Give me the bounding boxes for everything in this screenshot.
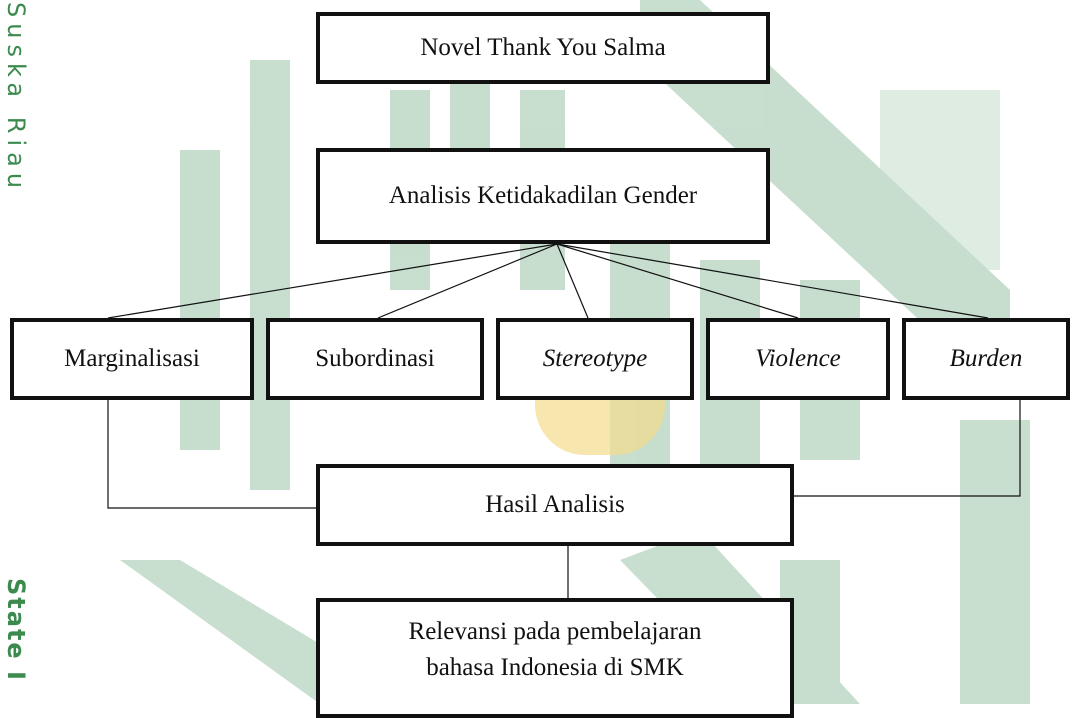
category-burden-box: Burden: [902, 318, 1070, 400]
relevance-box: Relevansi pada pembelajaran bahasa Indon…: [316, 598, 794, 718]
category-stereotype-label: Stereotype: [542, 345, 648, 372]
category-subordinasi-box: Subordinasi: [266, 318, 484, 400]
connector-analysis-marginalisasi: [107, 243, 558, 319]
category-marginalisasi-label: Marginalisasi: [64, 345, 200, 372]
source-novel-label: Novel Thank You Salma: [420, 34, 666, 61]
connector-marginalisasi-result: [107, 400, 318, 509]
margin-watermark-text: Suska Riau State I: [2, 2, 30, 682]
category-violence-label: Violence: [755, 345, 841, 372]
connector-analysis-burden: [556, 243, 989, 319]
category-violence-box: Violence: [706, 318, 890, 400]
connector-analysis-subordinasi: [377, 243, 558, 319]
connector-burden-result: [792, 400, 1021, 497]
source-novel-box: Novel Thank You Salma: [316, 12, 770, 84]
margin-label-top: Suska Riau: [2, 2, 30, 194]
category-burden-label: Burden: [949, 345, 1023, 372]
analysis-label: Analisis Ketidakadilan Gender: [388, 182, 698, 209]
relevance-label-line1: Relevansi pada pembelajaran: [408, 618, 702, 645]
category-subordinasi-label: Subordinasi: [315, 345, 435, 372]
connector-analysis-violence: [556, 243, 799, 319]
result-label: Hasil Analisis: [485, 491, 625, 518]
relevance-label-line2: bahasa Indonesia di SMK: [426, 654, 684, 681]
margin-label-bottom: State I: [2, 578, 30, 682]
result-box: Hasil Analisis: [316, 464, 794, 546]
analysis-box: Analisis Ketidakadilan Gender: [316, 148, 770, 244]
category-marginalisasi-box: Marginalisasi: [10, 318, 254, 400]
category-stereotype-box: Stereotype: [496, 318, 694, 400]
connector-analysis-stereotype: [556, 243, 589, 319]
